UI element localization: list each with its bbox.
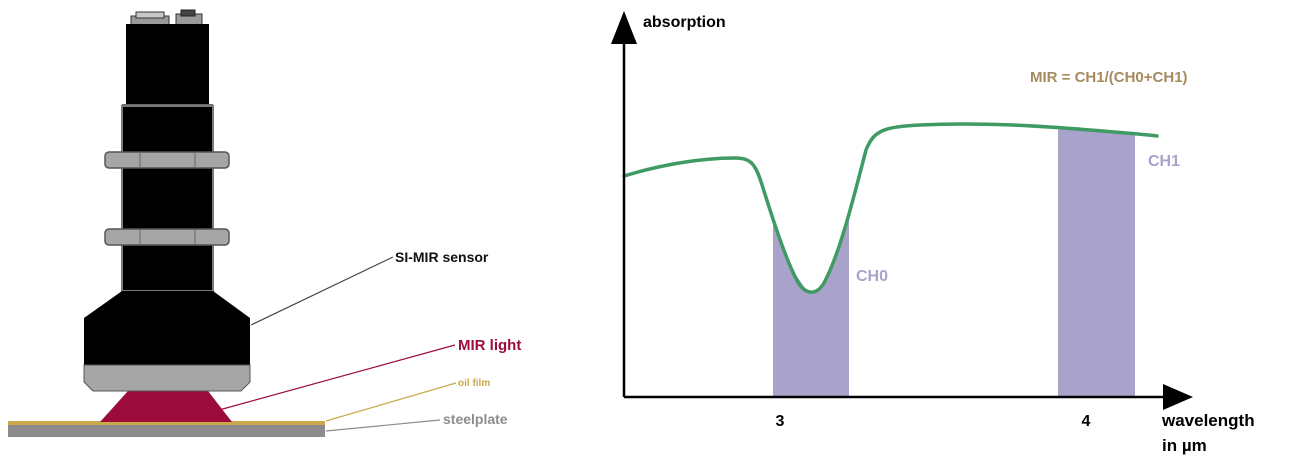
- oil-film: [8, 421, 325, 425]
- band-ch1: [1058, 129, 1135, 397]
- sensor-upper-housing: [126, 24, 209, 104]
- absorption-curve: [622, 122, 1159, 294]
- y-axis-arrow: [611, 11, 637, 44]
- label-sensor: SI-MIR sensor: [395, 249, 489, 265]
- x-axis-label-line2: in µm: [1162, 436, 1207, 455]
- sensor-connectors: [130, 9, 203, 26]
- sensor-bottom-ring: [83, 364, 251, 392]
- leader-sensor: [250, 256, 394, 326]
- sensor-lock-nut-top: [104, 151, 230, 169]
- x-tick-3: 3: [776, 413, 785, 430]
- label-steelplate: steelplate: [443, 411, 508, 427]
- label-oil-film: oil film: [458, 378, 490, 389]
- sensor-diagram: SI-MIR sensor MIR light oil film steelpl…: [8, 9, 521, 437]
- absorption-chart: 3 4 absorption wavelength in µm CH0 CH1 …: [611, 11, 1255, 455]
- sensor-head: [84, 291, 250, 365]
- label-mir-light: MIR light: [458, 337, 521, 354]
- leader-oil-film: [325, 382, 457, 422]
- leader-mir-light: [218, 344, 456, 411]
- mir-light-cone: [100, 391, 232, 422]
- formula-label: MIR = CH1/(CH0+CH1): [1030, 69, 1188, 86]
- band-label-ch1: CH1: [1148, 153, 1180, 170]
- band-ch0: [773, 220, 849, 397]
- band-label-ch0: CH0: [856, 268, 888, 285]
- leader-steelplate: [325, 419, 441, 432]
- sensor-threaded-body: [121, 105, 214, 292]
- x-axis-arrow: [1163, 384, 1193, 410]
- x-axis-label-line1: wavelength: [1161, 411, 1255, 430]
- steelplate: [8, 424, 325, 437]
- sensor-lock-nut-bottom: [104, 228, 230, 246]
- x-tick-4: 4: [1082, 413, 1091, 430]
- y-axis-label: absorption: [643, 14, 726, 31]
